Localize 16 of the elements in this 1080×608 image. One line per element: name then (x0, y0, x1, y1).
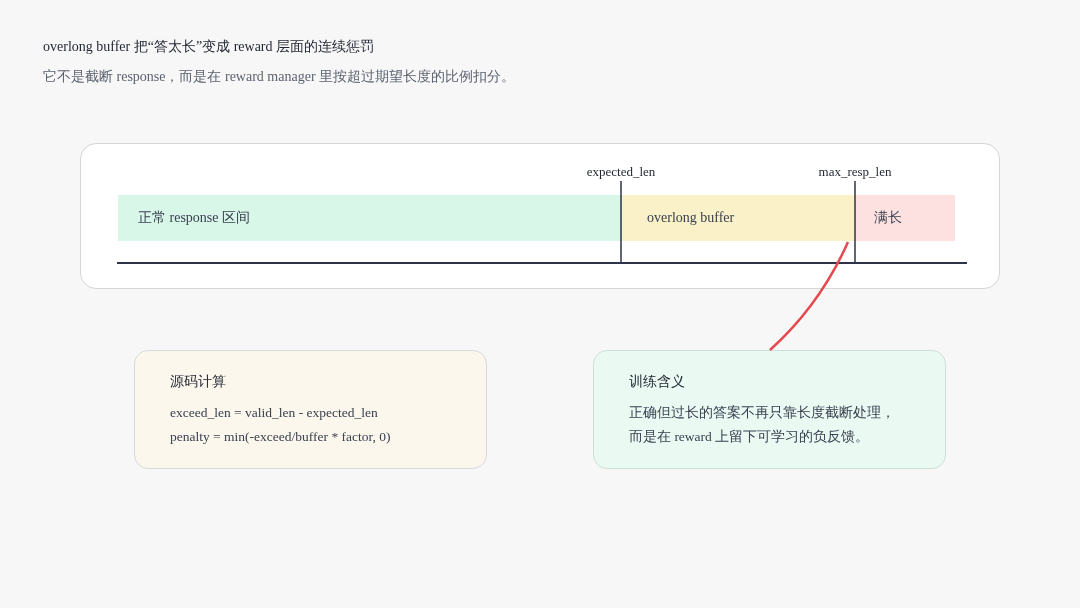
info-card (134, 350, 487, 469)
max-resp-len-label: max_resp_len (818, 164, 892, 180)
card-heading: 训练含义 (629, 373, 686, 391)
leader-line (769, 241, 850, 351)
range-band: overlong buffer (622, 195, 856, 241)
range-band: 满长 (856, 195, 955, 241)
range-band: 正常 response 区间 (118, 195, 622, 241)
formula-text: penalty = min(-exceed/buffer * factor, 0) (170, 428, 392, 446)
formula-text: exceed_len = valid_len - expected_len (170, 404, 379, 422)
expected-len-label: expected_len (586, 164, 656, 180)
title-text: overlong buffer 把“答太长”变成 reward 层面的连续惩罚 (43, 38, 374, 56)
card-heading: 源码计算 (170, 373, 227, 391)
subtitle-text: 它不是截断 response，而是在 reward manager 里按超过期望长度的比例扣分。 (43, 68, 516, 86)
panel-background (80, 143, 1000, 289)
card-body-text: 正确但过长的答案不再只靠长度截断处理，而是在 reward 上留下可学习的负反馈。 (629, 404, 896, 446)
info-card (593, 350, 946, 469)
